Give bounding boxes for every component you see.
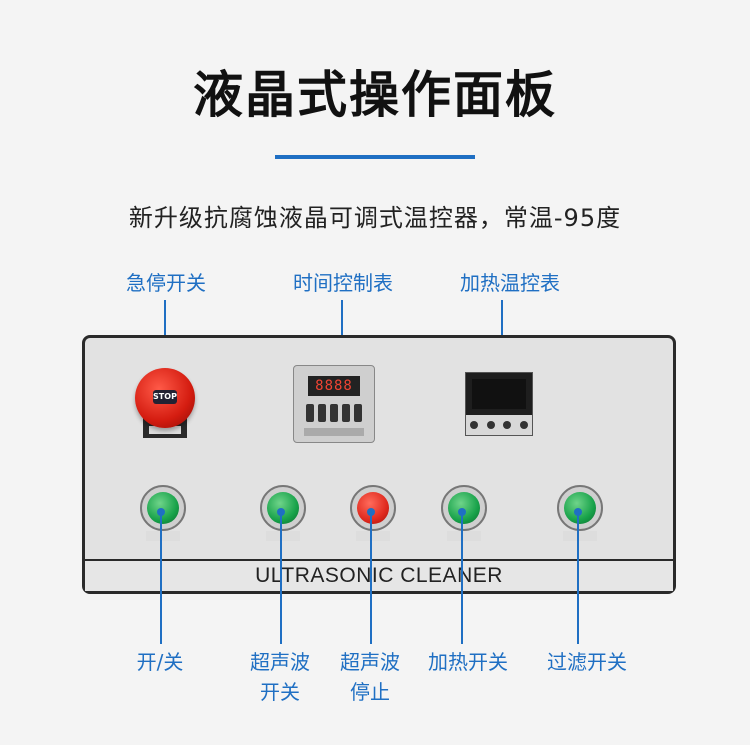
- ultrasonic-switch-button[interactable]: [260, 485, 306, 549]
- estop-label: 急停开关: [126, 271, 206, 295]
- estop-plate: [149, 426, 181, 434]
- timer-keys: [306, 404, 362, 422]
- panel-label: ULTRASONIC CLEANER: [85, 559, 673, 591]
- heat-switch-label: 加热开关: [428, 650, 508, 674]
- ultrasonic-switch-pointer-line: [280, 512, 282, 644]
- ultrasonic-stop-pointer-line: [370, 512, 372, 644]
- filter-switch-button[interactable]: [557, 485, 603, 549]
- title-underline: [275, 155, 475, 159]
- emergency-stop-button[interactable]: STOP: [135, 368, 195, 438]
- thermo-keys: [466, 415, 532, 435]
- ultrasonic-switch-label-1: 超声波: [250, 650, 310, 674]
- time-control-meter[interactable]: 8888: [293, 365, 375, 443]
- filter-switch-label: 过滤开关: [547, 650, 627, 674]
- ultrasonic-switch-label-2: 开关: [260, 680, 300, 704]
- estop-cap: STOP: [153, 390, 177, 404]
- thermo-screen: [472, 379, 526, 409]
- timer-label: 时间控制表: [293, 271, 393, 295]
- timer-display: 8888: [308, 376, 360, 396]
- power-button[interactable]: [140, 485, 186, 549]
- filter-switch-pointer-line: [577, 512, 579, 644]
- ultrasonic-stop-label-1: 超声波: [340, 650, 400, 674]
- power-label: 开/关: [136, 650, 184, 674]
- heat-temp-label: 加热温控表: [460, 271, 560, 295]
- heat-switch-pointer-line: [461, 512, 463, 644]
- timer-foot: [304, 428, 364, 436]
- ultrasonic-stop-button[interactable]: [350, 485, 396, 549]
- ultrasonic-stop-label-2: 停止: [350, 680, 390, 704]
- subtitle: 新升级抗腐蚀液晶可调式温控器，常温-95度: [128, 204, 622, 232]
- page-title: 液晶式操作面板: [193, 66, 557, 124]
- heating-temperature-controller[interactable]: [465, 372, 533, 436]
- power-pointer-line: [160, 512, 162, 644]
- heat-switch-button[interactable]: [441, 485, 487, 549]
